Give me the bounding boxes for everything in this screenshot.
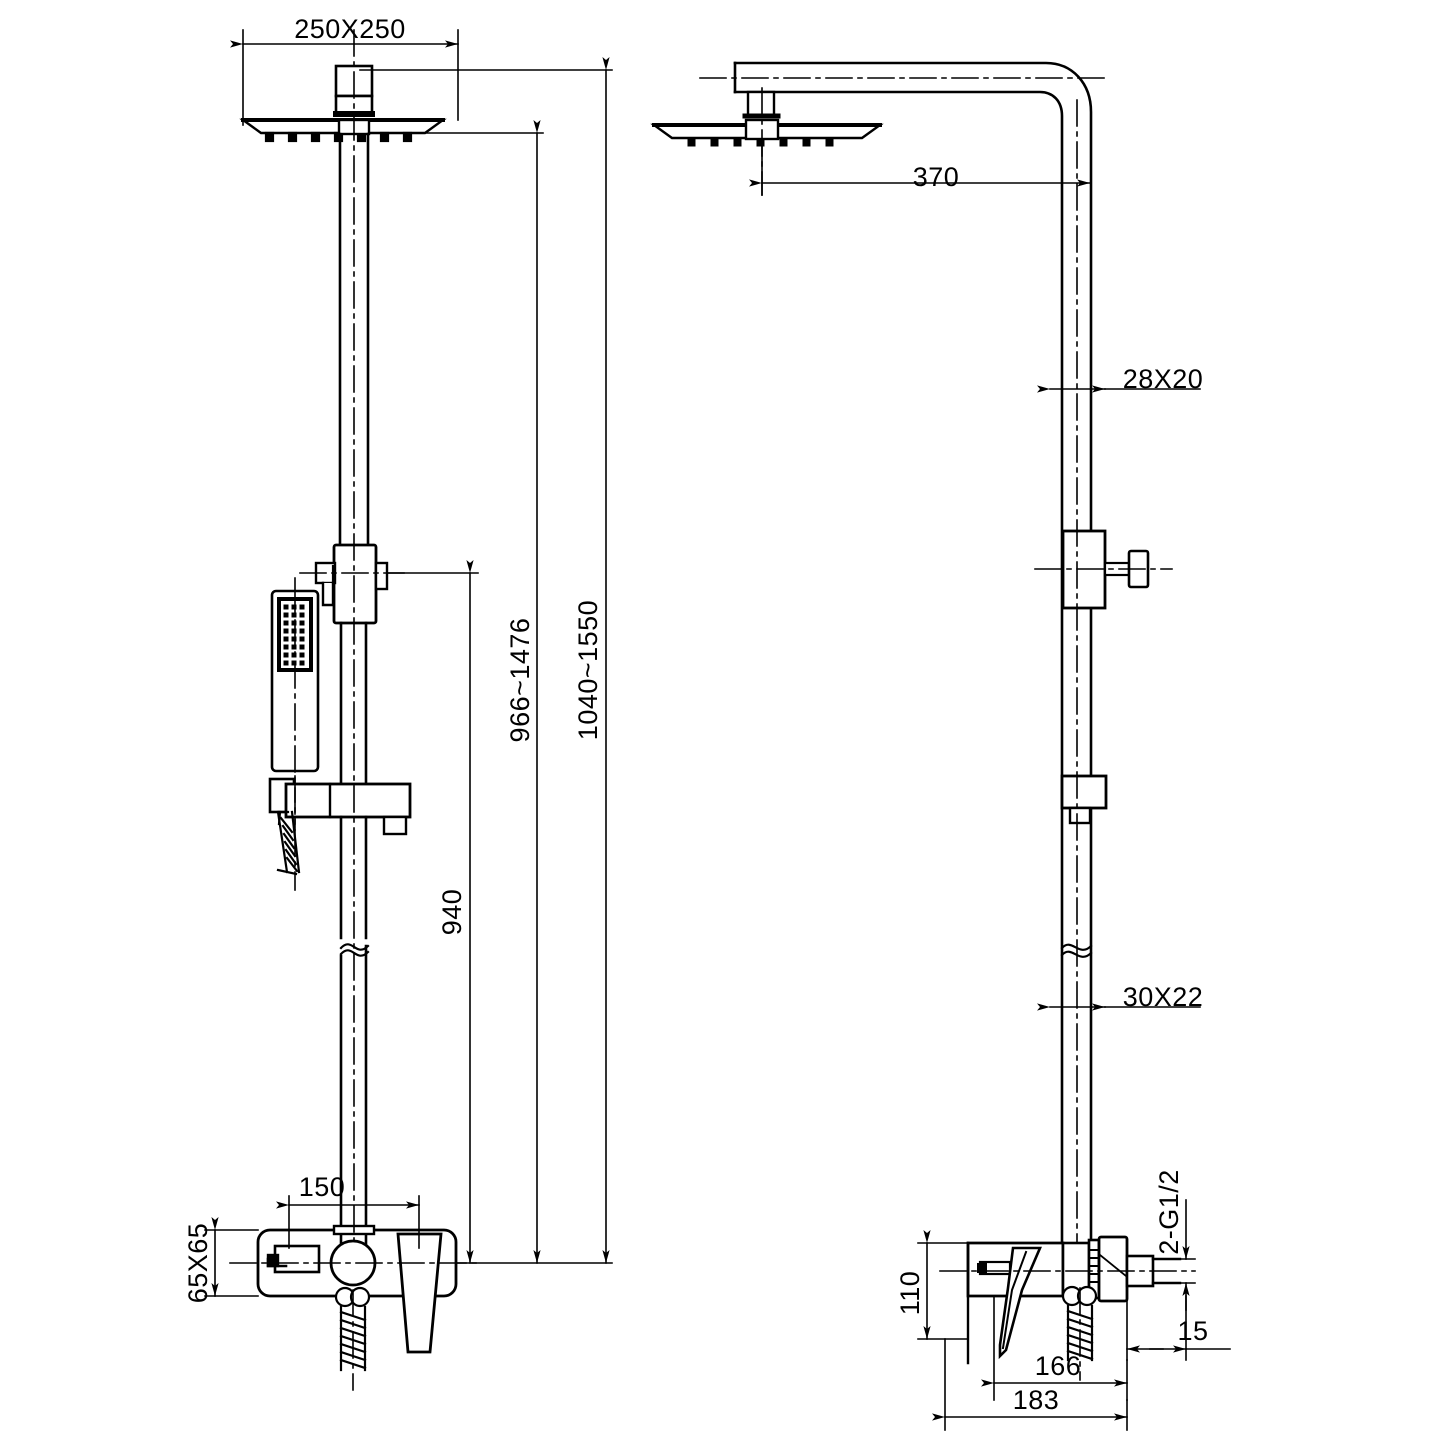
dim-overall-height	[359, 57, 613, 1264]
dim-label-mixer-height: 110	[895, 1271, 925, 1316]
dim-label-rain-arm-projection: 370	[913, 162, 960, 192]
dim-mixer-height	[917, 1230, 969, 1340]
dim-label-mixer-inlet-spacing: 150	[299, 1172, 346, 1202]
dim-mixer-depth-166	[981, 1295, 1128, 1401]
dim-label-inlet-thread: 2-G1/2	[1154, 1169, 1184, 1255]
dim-riser-adjust-height	[423, 120, 544, 1264]
dim-label-upper-riser-section: 28X20	[1123, 364, 1204, 394]
dim-rain-arm-projection	[749, 142, 1091, 196]
mixer-lever-handle	[396, 1232, 443, 1354]
dim-rain-head-size	[230, 29, 459, 126]
shower-hose-side	[1061, 1285, 1098, 1362]
dim-slide-bar-height	[386, 560, 479, 1264]
dim-label-slide-bar-height: 940	[437, 889, 467, 936]
dim-inlet-projection	[1126, 1295, 1231, 1361]
dim-label-rain-head-size: 250X250	[294, 14, 406, 44]
rain-arm	[733, 61, 1093, 1245]
break-line-riser-side	[1060, 943, 1093, 958]
diverter-valve	[314, 543, 389, 792]
mixer-lever-handle-side	[998, 1246, 1042, 1360]
dim-mixer-body-size	[204, 1217, 259, 1297]
dim-label-mixer-body-size: 65X65	[183, 1223, 213, 1304]
riser-pipe-upper	[338, 132, 370, 547]
dim-mixer-inlet-spacing	[276, 1195, 420, 1249]
dim-label-inlet-projection: 15	[1177, 1316, 1208, 1346]
dim-label-overall-height: 1040~1550	[573, 600, 603, 740]
dim-label-mixer-depth-183: 183	[1013, 1385, 1060, 1415]
dim-label-riser-adjust-height: 966~1476	[505, 618, 535, 743]
bath-mixer-body-side	[966, 1235, 1182, 1365]
dim-label-lower-riser-section: 30X22	[1123, 982, 1204, 1012]
dim-mixer-depth-183	[932, 1338, 1128, 1431]
slide-bar-bracket-side	[1060, 774, 1108, 825]
shower-hose	[276, 810, 301, 876]
slide-bar-bracket	[284, 782, 412, 836]
dim-label-mixer-depth-166: 166	[1035, 1351, 1082, 1381]
